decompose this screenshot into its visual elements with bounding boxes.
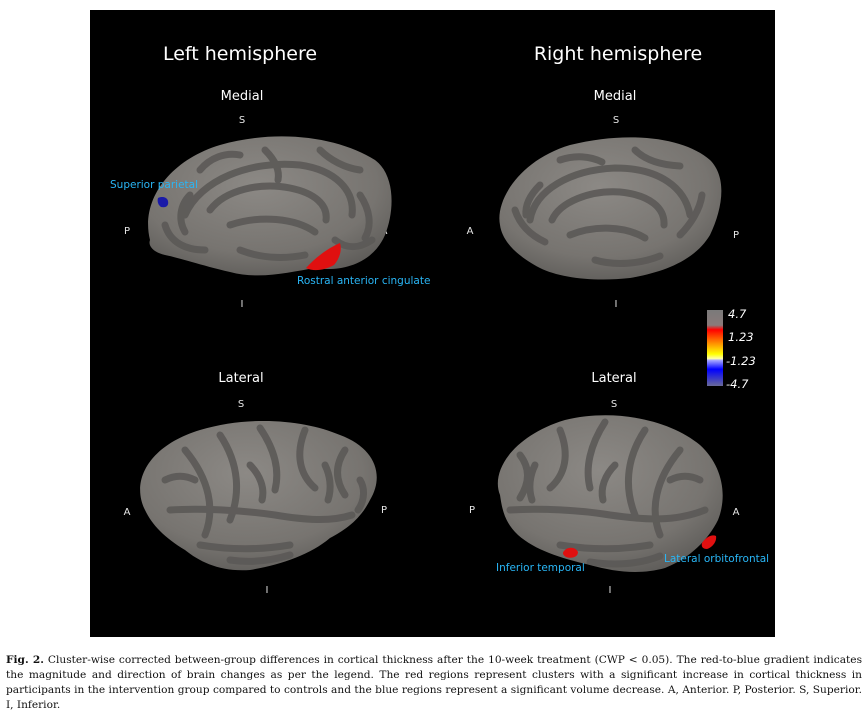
- left-medial-posterior-label: P: [124, 226, 130, 237]
- right-medial-anterior-label: A: [467, 226, 474, 237]
- figure-caption-text: Cluster-wise corrected between-group dif…: [6, 654, 863, 711]
- lateral-orbitofrontal-label: Lateral orbitofrontal: [664, 553, 769, 565]
- rostral-anterior-cingulate-cluster: [306, 243, 341, 271]
- left-medial-view-label: Medial: [221, 89, 264, 104]
- right-medial-superior-label: S: [613, 115, 619, 126]
- left-medial-inferior-label: I: [241, 299, 244, 310]
- right-hemisphere-title: Right hemisphere: [534, 43, 702, 65]
- lateral-orbitofrontal-cluster: [701, 535, 717, 549]
- left-lateral-posterior-label: P: [381, 505, 387, 516]
- right-lateral-inferior-label: I: [609, 585, 612, 596]
- right-lateral-posterior-label: P: [469, 505, 475, 516]
- right-medial-brain: [499, 137, 722, 280]
- color-bar-tick-pos: 1.23: [728, 330, 754, 344]
- inferior-temporal-label: Inferior temporal: [496, 562, 585, 574]
- left-lateral-brain: [140, 420, 377, 571]
- figure-caption-label: Fig. 2.: [6, 654, 44, 666]
- figure-caption: Fig. 2. Cluster-wise corrected between-g…: [6, 653, 862, 713]
- rostral-anterior-cingulate-label: Rostral anterior cingulate: [297, 275, 430, 287]
- right-medial-posterior-label: P: [733, 230, 739, 241]
- superior-parietal-label: Superior parietal: [110, 179, 198, 191]
- right-lateral-anterior-label: A: [733, 507, 740, 518]
- color-bar-tick-max: 4.7: [728, 307, 747, 321]
- inferior-temporal-cluster: [562, 547, 578, 558]
- superior-parietal-cluster: [157, 197, 169, 208]
- right-lateral-brain: [497, 415, 723, 572]
- left-lateral-view-label: Lateral: [218, 371, 263, 386]
- left-lateral-superior-label: S: [238, 399, 244, 410]
- right-lateral-view-label: Lateral: [591, 371, 636, 386]
- brain-figure-svg: Left hemisphere Right hemisphere Medial …: [110, 43, 769, 596]
- right-lateral-superior-label: S: [611, 399, 617, 410]
- color-bar-tick-min: -4.7: [726, 377, 749, 391]
- left-lateral-inferior-label: I: [266, 585, 269, 596]
- brain-figure: Left hemisphere Right hemisphere Medial …: [90, 10, 775, 637]
- right-medial-view-label: Medial: [594, 89, 637, 104]
- left-medial-brain: [148, 136, 392, 276]
- color-bar-gradient: [707, 310, 723, 386]
- left-lateral-anterior-label: A: [124, 507, 131, 518]
- color-bar: 4.7 1.23 -1.23 -4.7: [707, 307, 756, 391]
- color-bar-tick-neg: -1.23: [726, 354, 756, 368]
- right-medial-inferior-label: I: [615, 299, 618, 310]
- left-hemisphere-title: Left hemisphere: [163, 43, 317, 65]
- left-medial-superior-label: S: [239, 115, 245, 126]
